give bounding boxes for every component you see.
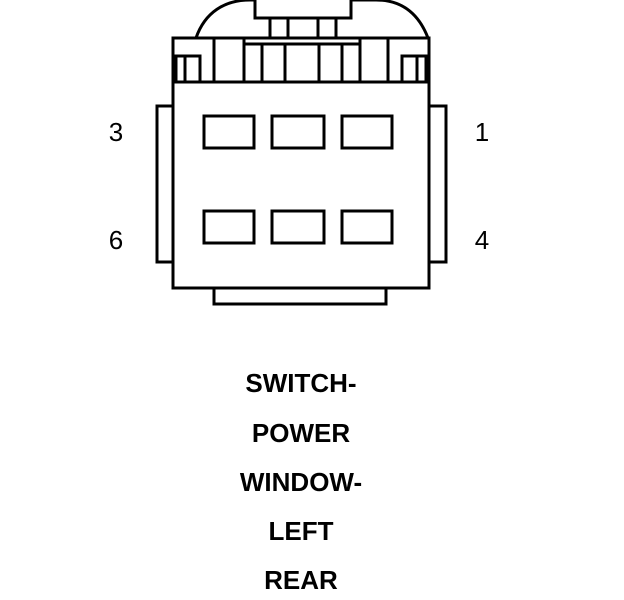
pin-cavity-2 — [270, 114, 326, 150]
pin-label-6: 6 — [109, 225, 123, 255]
connector-caption: SWITCH- POWER WINDOW- LEFT REAR — [240, 368, 362, 595]
pin-label-4: 4 — [475, 225, 489, 255]
caption-line-5: REAR — [264, 565, 338, 595]
pin-cavity-1 — [340, 114, 394, 150]
pin-cavity-4 — [340, 209, 394, 245]
caption-line-2: POWER — [252, 418, 350, 448]
connector-latch — [193, 0, 431, 40]
caption-line-1: SWITCH- — [245, 368, 356, 398]
caption-line-3: WINDOW- — [240, 467, 362, 497]
connector-body — [171, 36, 431, 290]
pin-label-1: 1 — [475, 117, 489, 147]
connector-top-detail — [173, 38, 429, 84]
pin-cavity-3 — [202, 114, 256, 150]
connector-right-rail — [426, 104, 448, 264]
pin-cavity-6 — [202, 209, 256, 245]
pin-label-3: 3 — [109, 117, 123, 147]
caption-line-4: LEFT — [269, 516, 334, 546]
pin-cavity-5 — [270, 209, 326, 245]
